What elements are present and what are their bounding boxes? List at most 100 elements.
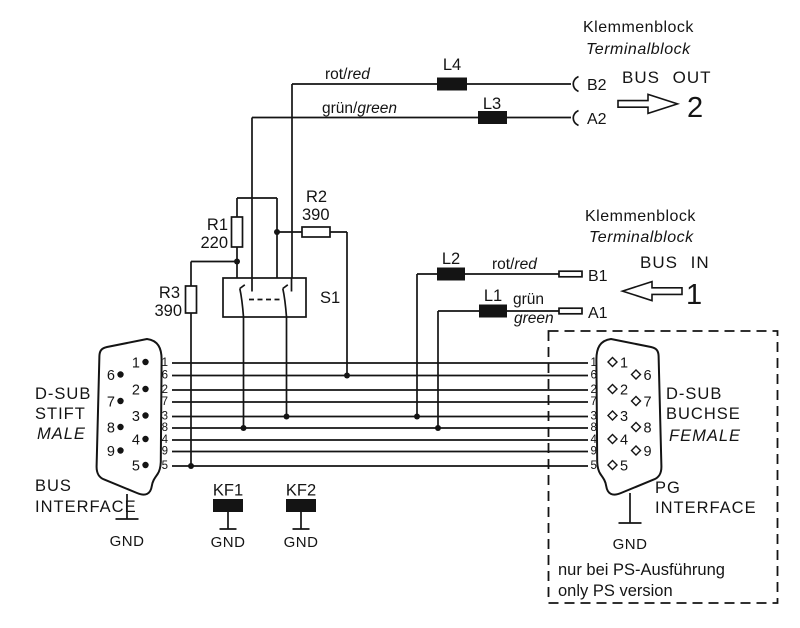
wire-number: 3 [162,411,168,423]
wire-red-in-label: rot/red [492,256,538,273]
bus-wires: 1 6 2 7 3 8 4 9 5 1 6 2 7 3 8 4 9 5 [162,229,598,472]
switch-s1-output-wires [242,317,288,428]
bus-out-block-title-de: Klemmenblock [583,19,694,36]
socket-icon [607,356,618,368]
inductor-l2-body [437,267,465,281]
right-connector-role-line1: PG [655,479,681,497]
bus-wire-lines [172,362,588,467]
pin-label: 4 [620,433,628,449]
terminal-b1-label: B1 [588,268,608,285]
wire-green-in [437,310,559,428]
resistor-r3-label: R3 [159,284,180,302]
right-connector-gnd-label: GND [613,536,648,553]
terminal-a1-pin-icon [558,307,583,315]
right-connector-gnd-symbol [618,493,642,524]
filter-kf2: KF2 GND [284,482,319,552]
resistor-r1-body [230,216,244,248]
filter-kf1-body [213,499,243,512]
resistor-r3-body [184,285,198,314]
wire-number: 7 [591,396,597,408]
right-connector: 1 2 3 4 5 6 7 8 9 D-SUB BUCHSE FEMALE PG… [595,338,757,553]
pin-label: 1 [620,356,628,372]
pin-label: 8 [644,421,652,437]
switch-s1-contact-left [238,284,246,318]
terminal-b2-clamp-icon [572,75,579,93]
wire-number: 9 [591,446,597,458]
wire-number: 2 [162,384,168,396]
wire-red-in [416,273,559,417]
inductor-l1-label: L1 [484,287,502,305]
bus-out-block-title-en: Terminalblock [586,41,691,58]
wire-red-out [291,83,571,292]
socket-icon [607,459,618,471]
inductor-l2-label: L2 [442,250,460,268]
terminal-b1-pin-icon [558,270,583,278]
socket-icon [630,421,642,433]
socket-icon [607,410,618,421]
resistor-r1-value: 220 [200,234,228,252]
bus-out-arrow-icon [617,93,681,115]
wire-number: 2 [591,384,597,396]
left-connector-type-line3: MALE [37,425,86,443]
right-connector-type-line2: BUCHSE [666,405,741,423]
left-connector-role-line1: BUS [35,477,72,495]
bus-out-cable-number: 2 [687,92,703,124]
pin-label: 3 [620,409,628,425]
bus-out-direction-label: BUS OUT [622,68,712,87]
bus-in-direction-label: BUS IN [640,253,710,272]
left-connector-role-line2: INTERFACE [35,498,137,516]
bus-in-arrow-icon [619,280,683,302]
left-connector: 1 2 3 4 5 6 7 8 9 D-SUB STIFT MALE BUS I… [35,338,163,550]
wire-number: 9 [162,446,168,458]
pin-label: 7 [644,395,652,411]
bus-in-section: Klemmenblock Terminalblock BUS IN 1 L2 r… [416,208,710,428]
inductor-l1-body [479,304,507,318]
junction-dots [188,229,441,469]
right-connector-shell [595,338,663,496]
left-connector-gnd-symbol [115,494,139,520]
resistor-r1-label: R1 [207,216,228,234]
switch-s1-box [222,277,307,318]
switch-s1-label: S1 [320,289,340,307]
bus-out-section: Klemmenblock Terminalblock BUS OUT 2 rot… [251,19,712,292]
terminal-a2-clamp-icon [572,109,579,127]
bus-wire-numbers-left: 1 6 2 7 3 8 4 9 5 [162,357,169,472]
socket-icon [630,369,642,380]
pin-label: 5 [132,459,140,475]
ps-note-line1: nur bei PS-Ausführung [558,561,725,579]
pin-label: 2 [132,383,140,399]
bus-wire-numbers-right: 1 6 2 7 3 8 4 9 5 [591,357,598,472]
socket-icon [630,445,642,456]
wire-number: 4 [591,434,598,446]
right-connector-role-line2: INTERFACE [655,499,757,517]
pin-label: 4 [132,433,140,449]
pin-label: 3 [132,409,140,425]
inductor-l4-body [437,77,467,91]
filter-kf1-gnd-symbol [219,512,237,530]
terminal-a2-label: A2 [587,111,607,128]
filter-kf2-gnd-symbol [292,512,310,530]
wire-r2-leads [278,231,348,376]
right-connector-type-line1: D-SUB [666,385,722,403]
right-connector-type-line3: FEMALE [669,427,741,445]
pin-label: 9 [107,444,115,460]
wire-number: 5 [591,460,597,472]
left-connector-type-line2: STIFT [35,405,86,423]
wire-number: 6 [162,370,168,382]
pin-label: 1 [132,356,140,372]
left-connector-pins: 1 2 3 4 5 6 7 8 9 [107,356,149,475]
filter-kf2-gnd-label: GND [284,534,319,551]
wire-number: 3 [591,411,597,423]
wire-number: 8 [162,422,168,434]
wire-green-out-label: grün/green [322,100,397,117]
pin-label: 2 [620,383,628,399]
socket-icon [630,395,642,407]
resistor-r2-body [301,226,331,238]
resistor-r2-value: 390 [302,206,330,224]
filter-kf2-body [286,499,316,512]
bus-in-cable-number: 1 [686,279,702,311]
terminal-b2-label: B2 [587,77,607,94]
socket-icon [607,433,618,445]
wire-number: 5 [162,460,168,472]
